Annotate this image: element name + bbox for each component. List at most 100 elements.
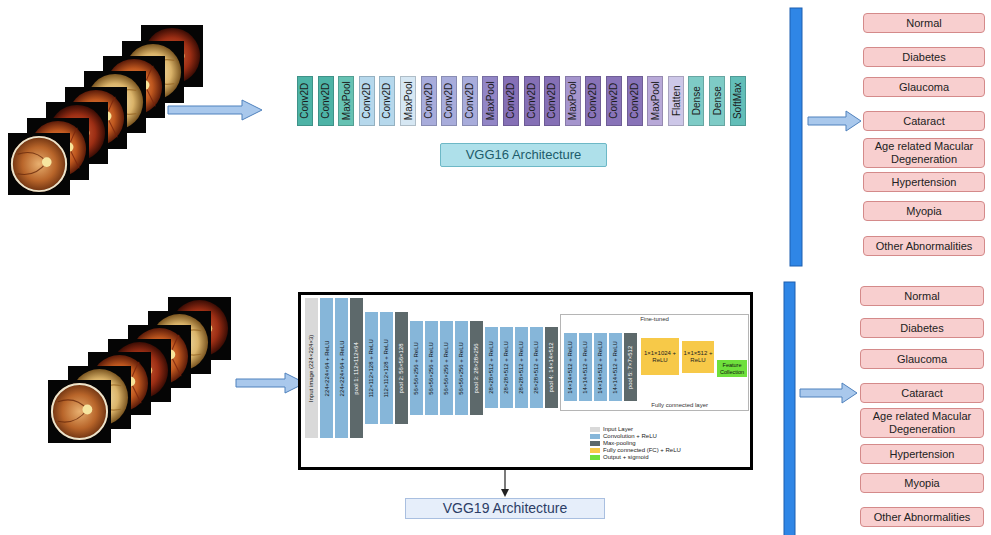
node-label: Other Abnormalities <box>876 240 973 253</box>
pool-layer: pool 3: 28×28×256 <box>470 321 483 415</box>
conv-layer: 14×14×512 + ReLU <box>609 333 622 401</box>
conv-layer: 28×28×512 + ReLU <box>515 327 528 408</box>
class-box: Cataract <box>863 111 985 131</box>
layer-block: Conv2D <box>606 76 622 126</box>
node-label: Conv2D <box>382 83 394 119</box>
node-label: Hypertension <box>890 448 955 461</box>
node-label: 112×112×128 + ReLU <box>368 339 375 397</box>
conv-layer: 112×112×128 + ReLU <box>365 312 378 424</box>
caption-box: VGG19 Architecture <box>405 498 605 519</box>
conv-layer: 56×56×256 + ReLU <box>425 321 438 415</box>
node-label: Conv2D <box>526 83 538 119</box>
conv-layer: 14×14×512 + ReLU <box>594 333 607 401</box>
legend-label: Max-pooling <box>603 440 636 447</box>
node-label: pool 2: 56×56×128 <box>398 343 405 393</box>
node-label: Hypertension <box>892 176 957 189</box>
class-box: Myopia <box>860 473 984 493</box>
layer-block: MaxPool <box>647 76 663 126</box>
layer-block: Conv2D <box>359 76 375 126</box>
legend-row: Max-pooling <box>590 440 681 447</box>
conv-layer: 112×112×128 + ReLU <box>380 312 393 424</box>
layer-block: Conv2D <box>462 76 478 126</box>
node-label: Conv2D <box>629 83 641 119</box>
node-label: MaxPool <box>567 82 579 121</box>
arrow-head <box>501 489 509 497</box>
node-label: Flatten <box>670 86 682 117</box>
node-label: VGG19 Architecture <box>443 500 568 516</box>
node-label: Conv2D <box>361 83 373 119</box>
layer-block: SoftMax <box>730 76 746 126</box>
class-box: Age related Macular Degeneration <box>863 138 985 168</box>
class-box: Hypertension <box>860 444 984 464</box>
node-label: Dense <box>691 87 703 116</box>
region-heading: Fine-tuned <box>640 316 669 323</box>
conv-layer: 28×28×512 + ReLU <box>500 327 513 408</box>
conv-layer: 14×14×512 + ReLU <box>564 333 577 401</box>
legend-label: Fully connected (FC) + ReLU <box>603 447 681 454</box>
legend-swatch <box>590 434 600 439</box>
node-label: Conv2D <box>443 83 455 119</box>
node-label: Conv2D <box>505 83 517 119</box>
node-label: 224×224×64 + ReLU <box>338 340 345 396</box>
node-label: Myopia <box>906 205 941 218</box>
node-label: Conv2D <box>423 83 435 119</box>
class-box: Glaucoma <box>863 77 985 97</box>
architecture-frame: Input image (224×224×3) 224×224×64 + ReLU… <box>298 292 753 470</box>
node-label: 224×224×64 + ReLU <box>323 340 330 396</box>
class-box: Age related Macular Degeneration <box>860 408 984 438</box>
layer-block: Conv2D <box>318 76 334 126</box>
legend-row: Convolution + ReLU <box>590 433 681 440</box>
node-label: MaxPool <box>340 82 352 121</box>
layer-block: Conv2D <box>585 76 601 126</box>
node-label: Cataract <box>903 115 945 128</box>
node-label: 56×56×256 + ReLU <box>443 342 450 395</box>
conv-layer: 56×56×256 + ReLU <box>440 321 453 415</box>
output-layer: Feature Collection <box>717 360 747 377</box>
block-arrow <box>236 373 305 393</box>
node-label: Cataract <box>901 387 943 400</box>
node-label: 112×112×128 + ReLU <box>383 339 390 397</box>
block-arrow <box>168 100 262 120</box>
conv-layer: 28×28×512 + ReLU <box>530 327 543 408</box>
node-label: VGG16 Architecture <box>466 148 582 163</box>
node-label: 28×28×512 + ReLU <box>488 341 495 394</box>
legend-label: Convolution + ReLU <box>603 433 657 440</box>
region-note: Fully connected layer <box>651 402 708 409</box>
class-box: Other Abnormalities <box>860 507 984 527</box>
node-label: 28×28×512 + ReLU <box>533 341 540 394</box>
node-label: Age related Macular Degeneration <box>867 140 981 165</box>
fundus-stack <box>48 297 231 443</box>
node-label: 1×1×512 + ReLU <box>683 350 713 364</box>
legend-label: Output + sigmoid <box>603 454 649 461</box>
conv-layer: 56×56×256 + ReLU <box>410 321 423 415</box>
class-box: Normal <box>860 286 984 306</box>
node-label: Diabetes <box>902 51 945 64</box>
node-label: 28×28×512 + ReLU <box>518 341 525 394</box>
layer-block: Conv2D <box>379 76 395 126</box>
class-box: Cataract <box>860 383 984 403</box>
pool-layer: pool 2: 56×56×128 <box>395 312 408 424</box>
edge-group <box>501 470 509 497</box>
layer-block: Flatten <box>668 76 684 126</box>
caption-box: VGG16 Architecture <box>440 143 607 167</box>
layer-block: MaxPool <box>482 76 498 126</box>
input-layer: Input image (224×224×3) <box>305 298 318 438</box>
pool-layer: pool 1: 112×112×64 <box>350 298 363 438</box>
class-box: Diabetes <box>860 318 984 338</box>
blue-bar <box>790 8 802 266</box>
layer-block: MaxPool <box>565 76 581 126</box>
node-label: Conv2D <box>546 83 558 119</box>
node-label: 28×28×512 + ReLU <box>503 341 510 394</box>
legend-row: Input Layer <box>590 426 681 433</box>
block-arrow <box>808 111 861 131</box>
node-label: 56×56×256 + ReLU <box>413 342 420 395</box>
class-box: Diabetes <box>863 47 985 67</box>
legend: Input LayerConvolution + ReLUMax-pooling… <box>590 426 681 461</box>
fc-layer: 1×1×512 + ReLU <box>682 341 714 373</box>
node-label: Conv2D <box>299 83 311 119</box>
legend-swatch <box>590 441 600 446</box>
node-label: pool 5: 7×7×512 <box>627 345 634 388</box>
node-label: 14×14×512 + ReLU <box>567 341 574 394</box>
node-label: Input image (224×224×3) <box>308 334 315 401</box>
